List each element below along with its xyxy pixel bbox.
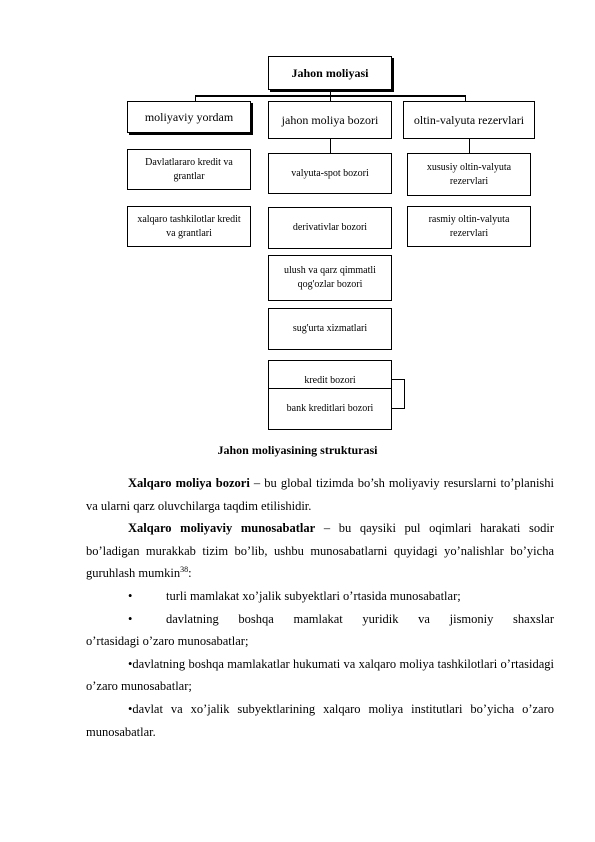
term: Xalqaro moliya bozori <box>128 476 250 490</box>
child-securities: ulush va qarz qimmatli qog'ozlar bozori <box>268 255 392 301</box>
punct: : <box>188 566 192 581</box>
list-item: •davlat va xo’jalik subyektlarining xalq… <box>86 698 554 743</box>
child-interstate-credit: Davlatlararo kredit va grantlar <box>127 149 251 190</box>
child-currency-spot: valyuta-spot bozori <box>268 153 392 194</box>
head-financial-aid: moliyaviy yordam <box>127 101 251 133</box>
list-item: •davlatning boshqa mamlakatlar hukumati … <box>86 653 554 698</box>
list-item: • turli mamlakat xo’jalik subyektlari o’… <box>86 585 554 608</box>
term: Xalqaro moliyaviy munosabatlar <box>128 521 316 536</box>
paragraph: Xalqaro moliyaviy munosabatlar – bu qays… <box>86 517 554 585</box>
child-bank-credit: bank kreditlari bozori <box>268 388 392 430</box>
figure-caption: Jahon moliyasining strukturasi <box>217 443 378 457</box>
list-item-text: davlatning boshqa mamlakat yuridik va ji… <box>166 611 554 626</box>
head-gold-currency-reserves: oltin-valyuta rezervlari <box>403 101 535 139</box>
bullet-icon: • <box>128 701 133 716</box>
root-box: Jahon moliyasi <box>268 56 392 90</box>
connector <box>330 95 331 101</box>
structure-diagram: Jahon moliyasi moliyaviy yordam jahon mo… <box>127 56 535 430</box>
connector <box>469 139 470 153</box>
child-derivatives: derivativlar bozori <box>268 207 392 249</box>
connector <box>330 90 331 96</box>
bullet-icon: • <box>128 656 133 671</box>
child-insurance: sug'urta xizmatlari <box>268 308 392 350</box>
bullet-icon: • <box>128 611 133 626</box>
list-item: • davlatning boshqa mamlakat yuridik va … <box>86 608 554 631</box>
footnote-ref: 38 <box>180 565 189 575</box>
connector <box>392 408 405 409</box>
connector <box>465 95 466 101</box>
bullet-icon: • <box>128 588 133 603</box>
body-text: Xalqaro moliya bozori – bu global tizimd… <box>86 472 554 743</box>
connector <box>392 379 404 380</box>
child-intl-org-credit: xalqaro tashkilotlar kredit va grantlari <box>127 206 251 247</box>
list-item-text: davlat va xo’jalik subyektlarining xalqa… <box>86 701 554 739</box>
child-official-reserves: rasmiy oltin-valyuta rezervlari <box>407 206 531 247</box>
paragraph: Xalqaro moliya bozori – bu global tizimd… <box>86 472 554 517</box>
definition: – bu global tizimda bo’sh moliyaviy resu… <box>86 476 554 513</box>
child-private-reserves: xususiy oltin-valyuta rezervlari <box>407 153 531 196</box>
connector <box>330 139 331 153</box>
head-world-financial-market: jahon moliya bozori <box>268 101 392 139</box>
list-item-text: turli mamlakat xo’jalik subyektlari o’rt… <box>166 588 461 603</box>
list-item-text: davlatning boshqa mamlakatlar hukumati v… <box>86 656 554 694</box>
connector <box>404 379 405 408</box>
definition: – bu qaysiki pul oqimlari harakati sodir… <box>86 521 555 581</box>
list-item-continuation: o’rtasidagi o’zaro munosabatlar; <box>86 634 249 649</box>
connector <box>195 95 196 101</box>
